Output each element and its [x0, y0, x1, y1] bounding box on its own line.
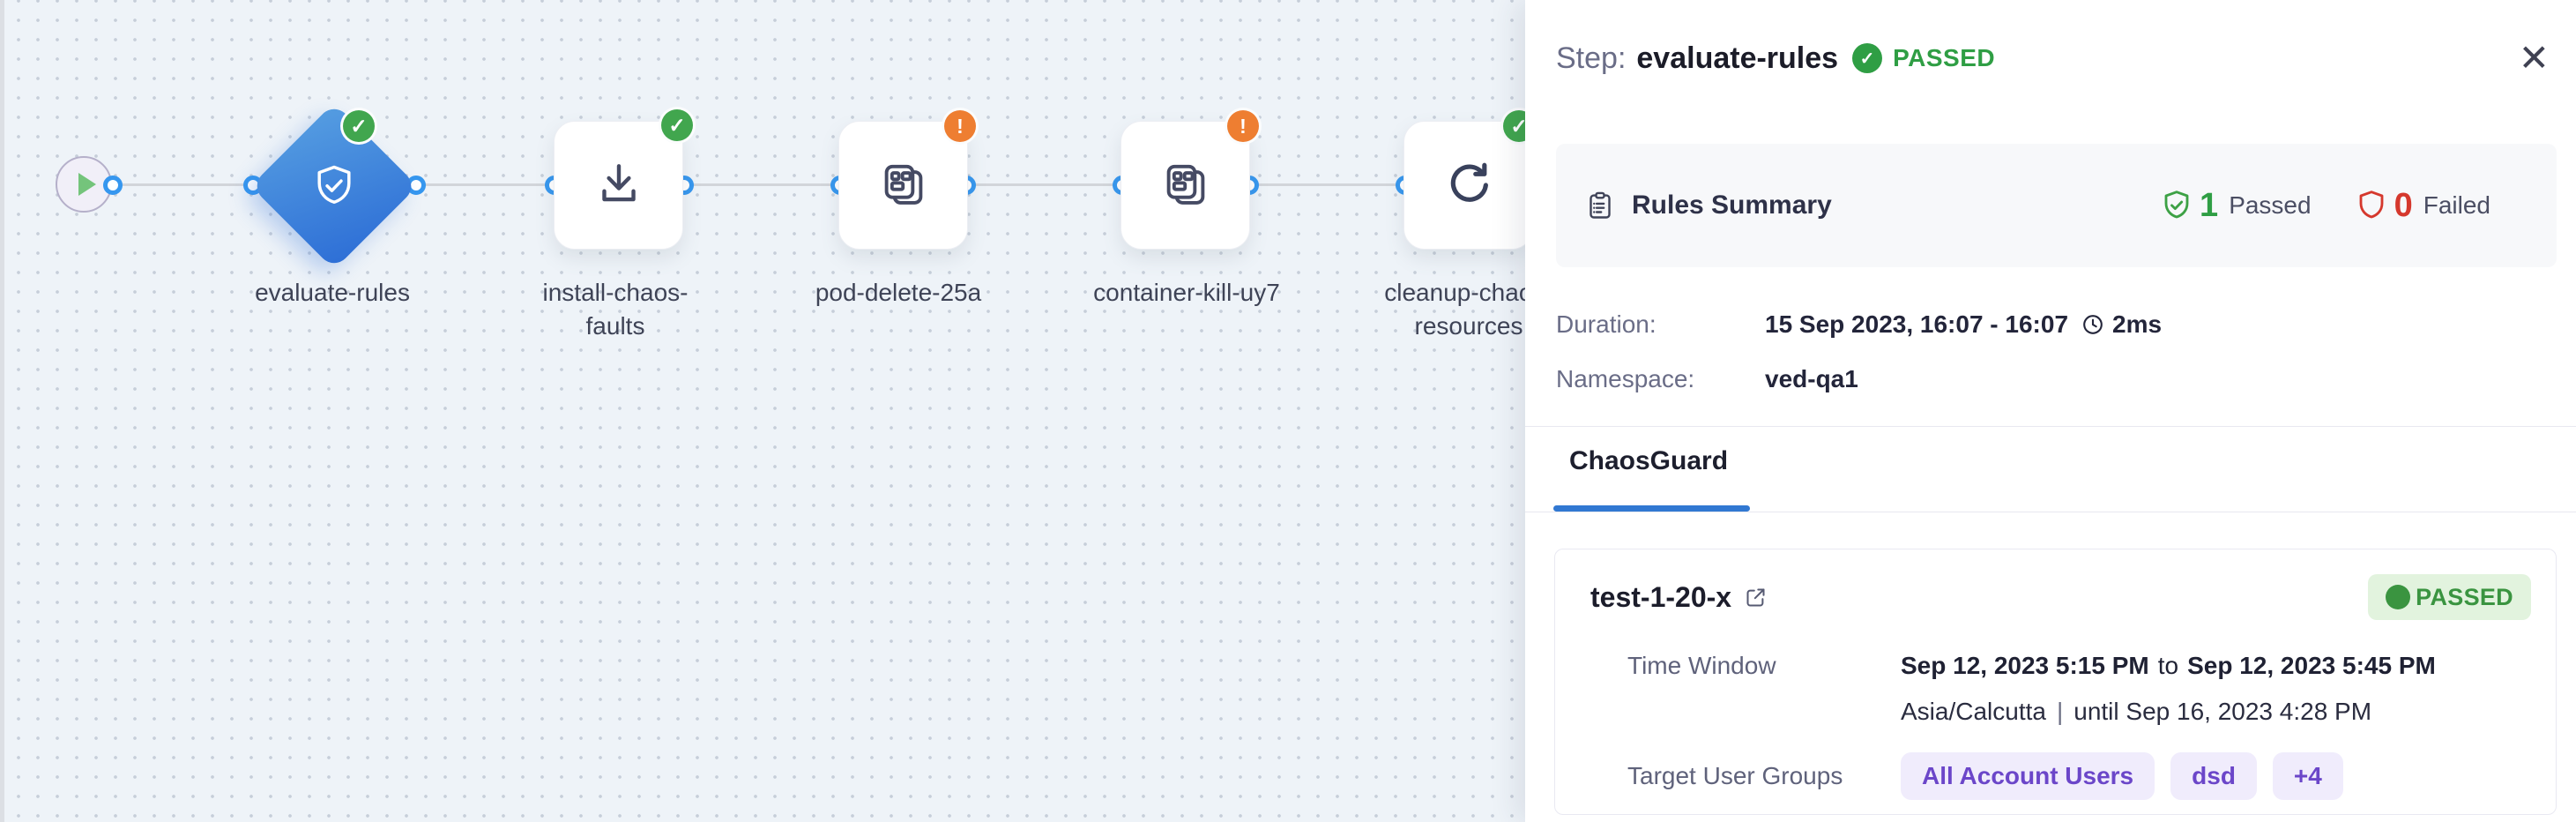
rule-name: test-1-20-x [1590, 580, 1732, 613]
download-icon [601, 164, 636, 202]
node-label-cleanup-chaos-resources: cleanup-chaos-resources [1384, 279, 1553, 340]
namespace-value: ved-qa1 [1765, 365, 1858, 392]
rule-status-badge: PASSED [2368, 574, 2531, 620]
user-group-chips: All Account Users dsd +4 [1901, 752, 2343, 800]
node-install-chaos-faults[interactable] [554, 121, 683, 250]
passed-count: 1 [2200, 186, 2219, 224]
canvas-left-edge [0, 0, 4, 822]
active-tab-indicator [1553, 505, 1750, 512]
failed-count: 0 [2394, 186, 2413, 224]
rule-card-header: test-1-20-x PASSED [1590, 574, 2531, 620]
namespace-row: Namespace: ved-qa1 [1556, 365, 1858, 393]
status-badge-passed: ✓ [661, 109, 693, 141]
node-label-install-chaos-faults: install-chaos-faults [542, 279, 689, 340]
shield-check-icon [317, 165, 351, 204]
node-container-kill-uy7[interactable] [1120, 121, 1250, 250]
step-details-panel: Step: evaluate-rules ✓ PASSED ✕ Rules Su… [1525, 0, 2576, 822]
duration-label: Duration: [1556, 310, 1657, 338]
user-group-chip: dsd [2170, 752, 2257, 800]
step-label: Step: [1556, 41, 1627, 75]
connector-port [103, 176, 123, 195]
close-icon[interactable]: ✕ [2518, 37, 2550, 78]
check-glyph: ✓ [668, 113, 686, 137]
user-group-chip: All Account Users [1901, 752, 2155, 800]
shield-check-green-icon [2164, 191, 2189, 219]
step-status-text: PASSED [1893, 44, 1996, 71]
namespace-label: Namespace: [1556, 365, 1695, 392]
time-window-label: Time Window [1627, 652, 1776, 679]
rules-summary-title: Rules Summary [1632, 191, 1832, 220]
node-pod-delete-25a[interactable] [838, 121, 968, 250]
chaos-fault-icon [884, 164, 922, 205]
status-badge-warning: ! [944, 110, 976, 142]
chaosguard-rule-card: test-1-20-x PASSED Time Window [1554, 549, 2557, 815]
clock-icon [2081, 312, 2105, 337]
exclaim-glyph: ! [957, 114, 964, 138]
play-icon [78, 173, 96, 196]
target-user-groups-row: Target User Groups All Account Users dsd… [1627, 752, 2343, 800]
node-label-evaluate-rules: evaluate-rules [255, 279, 410, 306]
chaos-fault-icon [1166, 164, 1204, 205]
external-link-icon[interactable] [1744, 586, 1768, 609]
failed-caption: Failed [2423, 191, 2490, 219]
passed-caption: Passed [2229, 191, 2312, 219]
rule-status-text: PASSED [2416, 583, 2513, 610]
exclaim-glyph: ! [1240, 114, 1247, 138]
time-window-timezone: Asia/Calcutta|until Sep 16, 2023 4:28 PM [1901, 698, 2372, 725]
tab-chaosguard[interactable]: ChaosGuard [1569, 446, 1729, 475]
duration-elapsed: 2ms [2112, 310, 2163, 338]
status-badge-warning: ! [1227, 110, 1259, 142]
step-name: evaluate-rules [1636, 41, 1839, 75]
check-glyph: ✓ [1510, 114, 1528, 138]
section-divider [1525, 426, 2576, 427]
check-glyph: ✓ [350, 114, 368, 138]
node-label-container-kill-uy7: container-kill-uy7 [1093, 279, 1280, 306]
passed-check-icon: ✓ [1852, 43, 1883, 73]
duration-value: 15 Sep 2023, 16:07 - 16:07 2ms [1765, 310, 2163, 338]
status-badge-passed: ✓ [343, 110, 375, 142]
workflow-edge [112, 183, 1525, 186]
shield-red-icon [2359, 191, 2384, 219]
user-group-chip-more[interactable]: +4 [2272, 752, 2343, 800]
target-user-groups-label: Target User Groups [1627, 762, 1843, 789]
node-label-pod-delete-25a: pod-delete-25a [815, 279, 982, 306]
clipboard-icon [1590, 191, 1611, 219]
status-dot-icon [2386, 585, 2411, 609]
refresh-icon [1450, 162, 1488, 202]
rules-summary-section: Rules Summary 1 Passed 0 Failed [1556, 144, 2557, 267]
duration-row: Duration: 15 Sep 2023, 16:07 - 16:07 2ms [1556, 310, 2162, 339]
panel-header: Step: evaluate-rules ✓ PASSED ✕ [1556, 34, 2550, 83]
rules-summary-counts: 1 Passed 0 Failed [2159, 186, 2490, 225]
